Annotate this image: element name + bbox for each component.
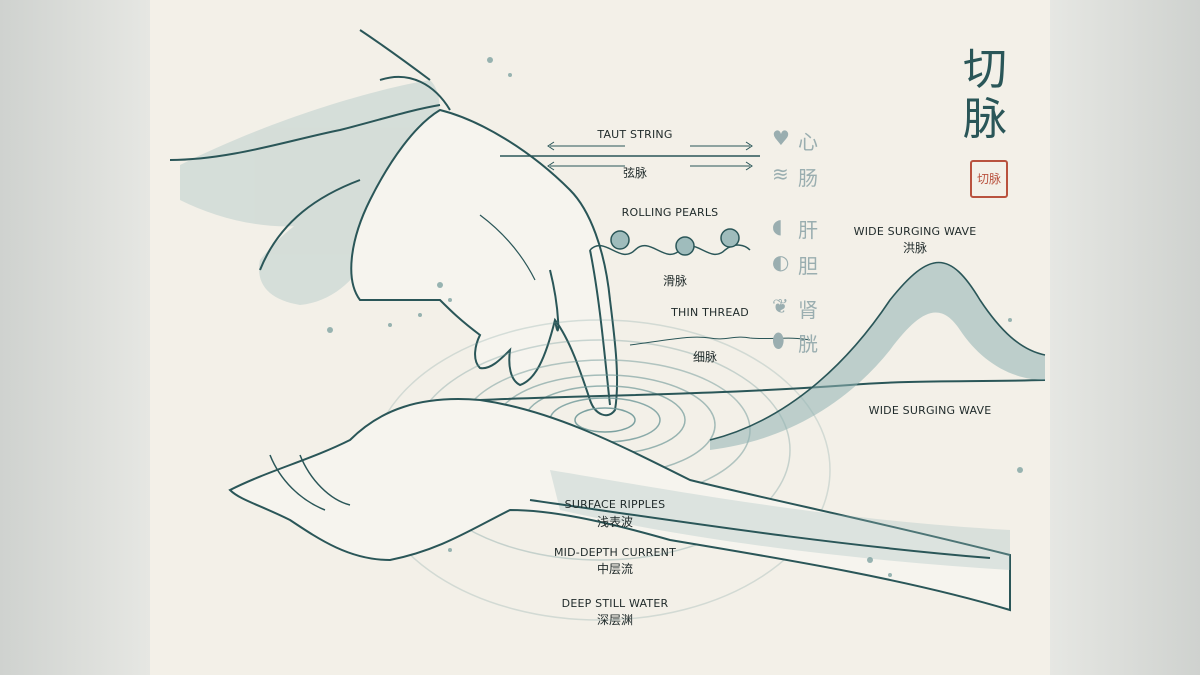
right-backdrop [1050,0,1200,675]
left-backdrop [0,0,150,675]
page-title: 切脉 [963,44,1007,145]
thin-thread-label: THIN THREAD [671,306,749,319]
rolling-pearls-zh: 滑脉 [662,274,687,288]
wide-surging-wave-zh: 洪脉 [902,241,927,255]
lower-hand [228,398,1011,612]
thin-thread-graphic [629,336,811,346]
bladder-icon: ⬮ [772,328,785,352]
gallbladder-icon: ◐ [772,250,790,274]
forearm-wash [550,470,1010,570]
wide-surging-wave-label: WIDE SURGING WAVE [853,225,977,238]
liver-icon: ◖ [772,214,783,238]
deep-still-water-label: DEEP STILL WATER [561,597,669,610]
mid-depth-current-label: MID-DEPTH CURRENT [553,546,677,559]
gallbladder-label: 胆 [798,254,818,278]
ink-illustration [169,29,1046,621]
pulse-line [479,379,1046,401]
bladder-label: 胱 [798,332,818,356]
heart-icon: ♥ [772,126,790,150]
liver-label: 肝 [798,218,818,242]
kidney-label: 肾 [798,298,818,322]
rolling-pearls-label: ROLLING PEARLS [621,206,719,219]
mid-depth-current-zh: 中层流 [596,562,633,576]
intestine-icon: ≋ [772,162,789,186]
taut-string-zh: 弦脉 [622,166,647,180]
rolling-pearls-graphic [589,228,751,256]
intestine-label: 肠 [798,166,818,190]
kidney-icon: ❦ [772,294,789,318]
sleeve-outline [169,29,451,271]
surface-ripples-label: SURFACE RIPPLES [564,498,666,511]
illustration-canvas: TAUT STRING 弦脉 ROLLING PEARLS 滑脉 THIN TH… [150,0,1050,675]
surface-ripples-zh: 浅表波 [596,515,633,529]
taut-string-graphic [500,141,760,171]
heart-label: 心 [798,130,818,154]
wide-surging-wave-line-label: WIDE SURGING WAVE [868,404,992,417]
ink-speckles [327,57,1023,577]
red-seal-stamp: 切脉 [970,160,1008,198]
upper-hand [350,108,619,417]
taut-string-label: TAUT STRING [597,128,673,141]
deep-still-water-zh: 深层渊 [596,613,633,627]
depth-lines [529,499,991,559]
thin-thread-zh: 细脉 [692,350,717,364]
wide-surging-wave [709,261,1046,450]
